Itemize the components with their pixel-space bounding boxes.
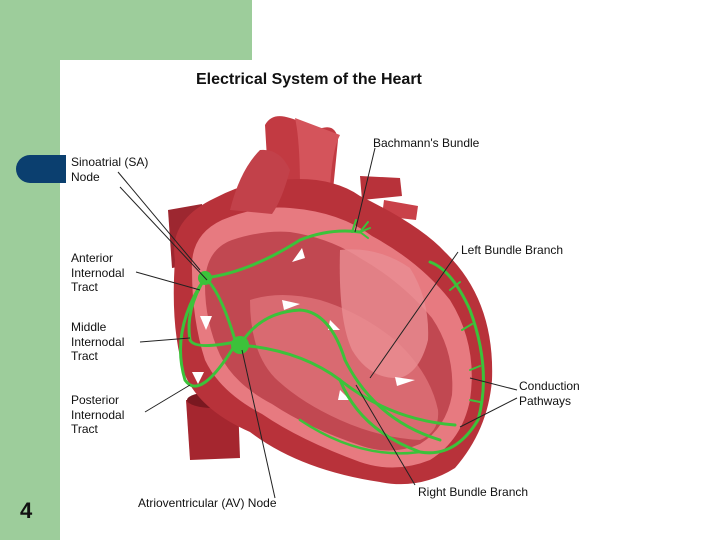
decorative-blue-tab xyxy=(16,155,66,183)
slide-number: 4 xyxy=(20,498,33,523)
label-line: Conduction xyxy=(519,379,580,393)
label-middle-internodal-tract: Middle Internodal Tract xyxy=(71,320,124,364)
label-line: Sinoatrial (SA) xyxy=(71,155,149,169)
label-line: Internodal xyxy=(71,265,125,280)
label-line: Anterior xyxy=(71,251,114,265)
diagram-title: Electrical System of the Heart xyxy=(196,71,422,88)
label-line: Middle xyxy=(71,320,107,334)
label-sa-node: Sinoatrial (SA) Node xyxy=(71,155,148,184)
label-posterior-internodal-tract: Posterior Internodal Tract xyxy=(71,393,124,437)
label-line: Tract xyxy=(71,280,98,294)
label-pointer-lines xyxy=(117,147,518,499)
conduction-system xyxy=(179,219,485,455)
label-conduction-pathways: Conduction Pathways xyxy=(519,379,580,408)
label-right-bundle-branch: Right Bundle Branch xyxy=(418,485,529,499)
label-line: Tract xyxy=(71,422,98,436)
label-line: Pathways xyxy=(519,393,572,408)
label-anterior-internodal-tract: Anterior Internodal Tract xyxy=(71,251,124,295)
label-line: Tract xyxy=(71,349,98,363)
label-line: Posterior xyxy=(71,393,120,407)
label-bachmanns-bundle: Bachmann's Bundle xyxy=(373,136,480,150)
label-av-node: Atrioventricular (AV) Node xyxy=(138,496,277,510)
label-line: Node xyxy=(71,169,100,184)
label-line: Internodal xyxy=(71,407,125,422)
label-left-bundle-branch: Left Bundle Branch xyxy=(461,243,564,257)
decorative-green-sidebar xyxy=(0,0,60,540)
label-line: Internodal xyxy=(71,334,125,349)
